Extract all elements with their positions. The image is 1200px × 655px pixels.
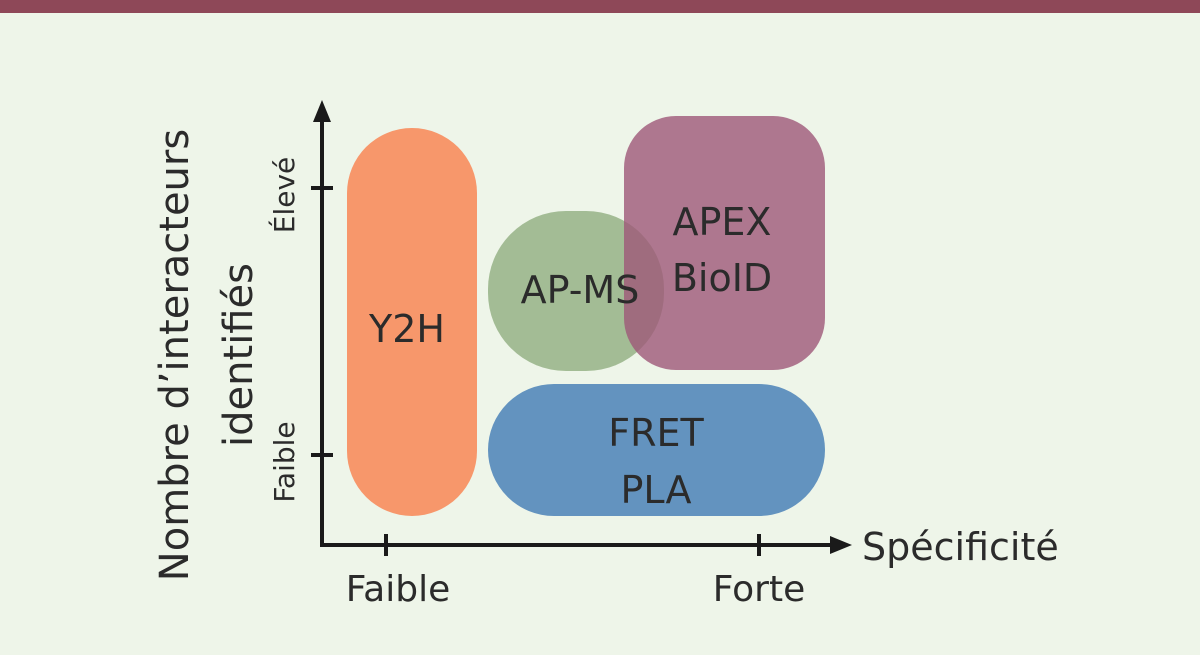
x-tick-label-low: Faible <box>346 569 450 610</box>
pla-label: PLA <box>621 468 692 512</box>
y-axis-label-line2: identifiés <box>216 263 262 447</box>
x-axis-label: Spécificité <box>862 525 1059 569</box>
apex-bioid-region <box>624 116 825 370</box>
apex-label: APEX <box>673 200 772 244</box>
top-bar <box>0 0 1200 13</box>
ap-ms-label: AP-MS <box>521 268 640 312</box>
ap-ms-region <box>488 211 664 371</box>
y-tick-label-high: Élevé <box>267 157 301 234</box>
y-axis-arrow <box>313 100 331 122</box>
x-tick-label-high: Forte <box>713 569 806 610</box>
bioid-label: BioID <box>672 256 772 300</box>
y2h-label: Y2H <box>368 307 445 351</box>
y-axis-label-line1: Nombre d’interacteurs <box>152 129 198 581</box>
fret-label: FRET <box>608 411 704 455</box>
x-axis-arrow <box>830 536 852 554</box>
y2h-region <box>347 128 477 516</box>
y-tick-label-low: Faible <box>268 421 301 502</box>
fret-pla-region <box>488 384 825 516</box>
